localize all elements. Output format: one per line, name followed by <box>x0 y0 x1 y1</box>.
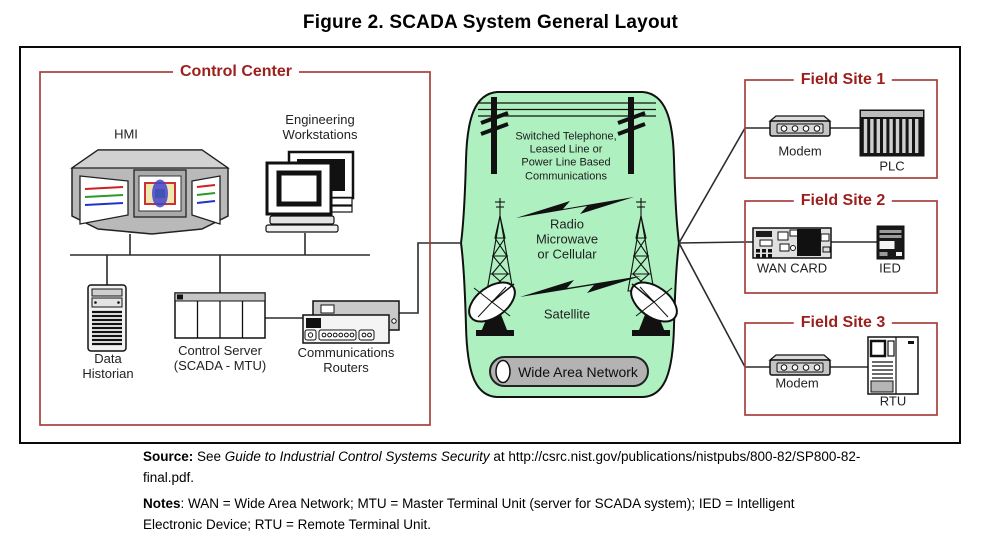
fs1-plc-label: PLC <box>879 158 905 174</box>
hmi-console-icon <box>70 149 230 235</box>
wan-cylinder-icon <box>489 356 649 387</box>
lightning-bolt-icon <box>520 276 641 297</box>
satellite-dish-icon <box>630 281 678 336</box>
notes-label: Notes <box>143 496 181 511</box>
notes-text: : WAN = Wide Area Network; MTU = Master … <box>143 496 795 532</box>
ied-icon <box>876 225 905 260</box>
radio-tower-icon <box>486 198 514 292</box>
routers-icon <box>302 300 400 344</box>
fs3-modem-label: Modem <box>775 375 819 391</box>
source-doc-title: Guide to Industrial Control Systems Secu… <box>224 449 490 464</box>
rtu-icon <box>867 336 919 395</box>
workstations-label: Engineering Workstations <box>282 111 358 142</box>
modem-icon <box>768 354 832 376</box>
figure-frame <box>19 46 961 444</box>
wan-card-icon <box>752 227 832 259</box>
field-site-1-title: Field Site 1 <box>793 71 893 89</box>
satellite-label: Satellite <box>543 306 591 322</box>
wan-pill-label: Wide Area Network <box>518 363 638 380</box>
field-site-2-title: Field Site 2 <box>793 192 893 210</box>
plc-icon <box>859 109 925 157</box>
lightning-bolt-icon <box>516 197 634 218</box>
data-historian-label: Data Historian <box>82 350 134 381</box>
routers-label: Communications Routers <box>297 344 395 375</box>
control-server-icon <box>174 292 266 339</box>
fs1-modem-label: Modem <box>778 143 822 159</box>
wan-cloud-shape <box>459 91 681 398</box>
control-server-label: Control Server (SCADA - MTU) <box>173 342 267 373</box>
satellite-dish-icon <box>468 281 516 336</box>
modem-icon <box>768 115 832 137</box>
telephone-comms-label: Switched Telephone, Leased Line or Power… <box>515 130 617 183</box>
source-url-text: at http://csrc.nist.gov/publications/nis… <box>143 449 861 485</box>
control-center-title: Control Center <box>173 63 299 81</box>
fs2-ied-label: IED <box>879 260 901 276</box>
workstations-icon <box>265 150 355 233</box>
figure-title: Figure 2. SCADA System General Layout <box>302 12 679 33</box>
source-caption: Source: See Guide to Industrial Control … <box>143 447 878 489</box>
field-site-3-title: Field Site 3 <box>793 314 893 332</box>
hmi-label: HMI <box>114 126 138 142</box>
telephone-poles-icon <box>478 97 656 174</box>
radio-microwave-label: Radio Microwave or Cellular <box>535 216 599 262</box>
data-historian-icon <box>87 284 127 352</box>
notes-caption: Notes: WAN = Wide Area Network; MTU = Ma… <box>143 494 823 536</box>
source-see: See <box>193 449 225 464</box>
fs3-rtu-label: RTU <box>879 393 907 409</box>
fs2-wancard-label: WAN CARD <box>756 260 828 276</box>
source-label: Source: <box>143 449 194 464</box>
